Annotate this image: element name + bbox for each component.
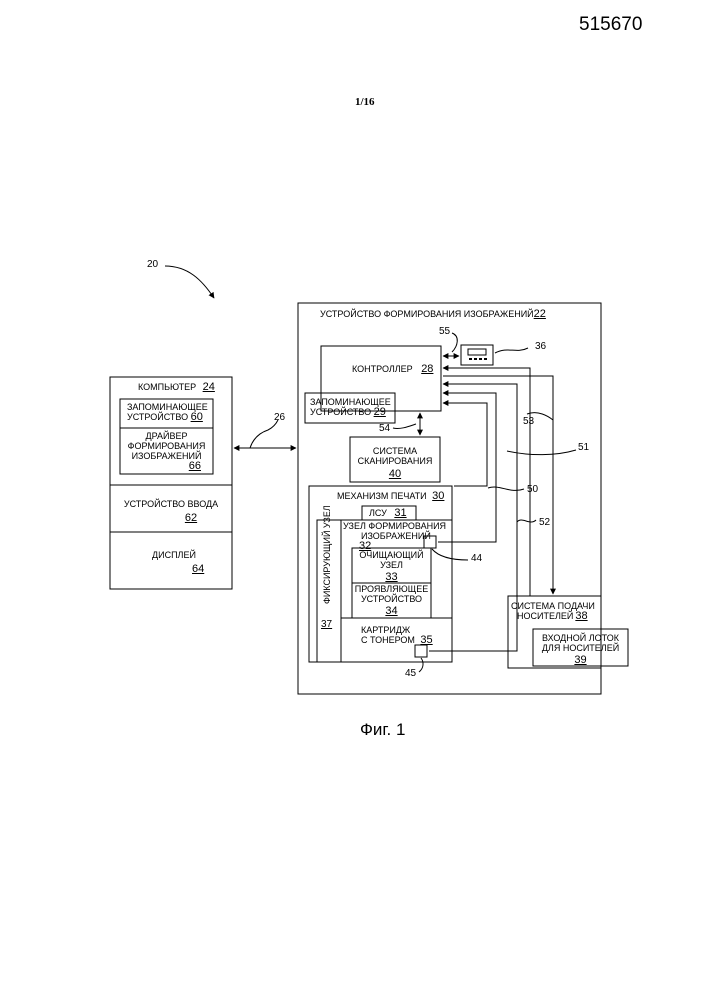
- cartridge-num: 35: [420, 634, 432, 646]
- computer-memory-label: ЗАПОМИНАЮЩЕЕ УСТРОЙСТВО 60: [127, 402, 208, 422]
- display-label: ДИСПЛЕЙ 64: [152, 550, 204, 574]
- feed-num: 38: [575, 610, 587, 622]
- ref-26-leader: [250, 420, 278, 448]
- cleaning-num: 33: [352, 572, 431, 582]
- developer-label: ПРОЯВЛЯЮЩЕЕ УСТРОЙСТВО 34: [352, 584, 431, 616]
- ref-54: 54: [379, 423, 390, 434]
- driver-label: ДРАЙВЕР ФОРМИРОВАНИЯ ИЗОБРАЖЕНИЙ 66: [120, 431, 213, 471]
- line-51: [429, 384, 517, 651]
- tray-num: 39: [533, 655, 628, 665]
- ref-45: 45: [405, 668, 416, 679]
- driver-num: 66: [120, 461, 213, 471]
- document-number: 515670: [579, 14, 642, 36]
- engine-num: 30: [432, 490, 444, 502]
- ref-52-leader: [517, 520, 536, 522]
- line-50: [443, 403, 487, 486]
- scan-label: СИСТЕМА СКАНИРОВАНИЯ 40: [350, 446, 440, 479]
- controller-label: КОНТРОЛЛЕР 28: [352, 364, 433, 374]
- ref-26: 26: [274, 412, 285, 423]
- ref-51: 51: [578, 442, 589, 453]
- input-device-num: 62: [110, 513, 232, 523]
- computer-num: 24: [203, 381, 215, 393]
- device-memory-label: ЗАПОМИНАЮЩЕЕ УСТРОЙСТВО 29: [310, 397, 391, 417]
- cleaning-label: ОЧИЩАЮЩИЙ УЗЕЛ 33: [352, 550, 431, 582]
- ref-55-leader: [452, 333, 457, 352]
- tray-label: ВХОДНОЙ ЛОТОК ДЛЯ НОСИТЕЛЕЙ 39: [533, 633, 628, 665]
- sheet-number: 1/16: [355, 96, 375, 108]
- controller-num: 28: [421, 363, 433, 375]
- computer-title: КОМПЬЮТЕР 24: [138, 382, 215, 392]
- engine-title: МЕХАНИЗМ ПЕЧАТИ 30: [337, 491, 444, 501]
- ref-52: 52: [539, 517, 550, 528]
- display-num: 64: [152, 564, 204, 574]
- ref-45-leader: [419, 658, 423, 672]
- figure-caption: Фиг. 1: [360, 720, 405, 740]
- sensor-45-box: [415, 645, 427, 657]
- developer-num: 34: [352, 606, 431, 616]
- ref-50-leader: [488, 487, 524, 490]
- ref-20: 20: [147, 259, 158, 270]
- fuser-label: ФИКСИРУЮЩИЙ УЗЕЛ: [322, 505, 332, 604]
- ref-20-arrow: [165, 266, 214, 298]
- imaging-unit-label: УЗЕЛ ФОРМИРОВАНИЯ ИЗОБРАЖЕНИЙ 32: [343, 521, 446, 551]
- feed-label: СИСТЕМА ПОДАЧИ НОСИТЕЛЕЙ38: [511, 601, 595, 621]
- device-memory-num: 29: [374, 406, 386, 418]
- device-num: 22: [534, 308, 546, 320]
- ref-36: 36: [535, 341, 546, 352]
- input-device-label: УСТРОЙСТВО ВВОДА 62: [110, 499, 232, 523]
- lsu-label: ЛСУ 31: [369, 508, 407, 518]
- ref-50: 50: [527, 484, 538, 495]
- cartridge-label: КАРТРИДЖ С ТОНЕРОМ 35: [361, 625, 433, 645]
- scan-num: 40: [350, 469, 440, 479]
- ref-55: 55: [439, 326, 450, 337]
- fuser-num: 37: [321, 619, 332, 630]
- ref-36-leader: [495, 348, 528, 353]
- device-title: УСТРОЙСТВО ФОРМИРОВАНИЯ ИЗОБРАЖЕНИЙ22: [320, 309, 546, 319]
- computer-memory-num: 60: [191, 411, 203, 423]
- panel-36-screen: [468, 349, 486, 355]
- ref-44: 44: [471, 553, 482, 564]
- ref-53: 53: [523, 416, 534, 427]
- ref-54-leader: [393, 424, 416, 429]
- lsu-num: 31: [394, 507, 406, 519]
